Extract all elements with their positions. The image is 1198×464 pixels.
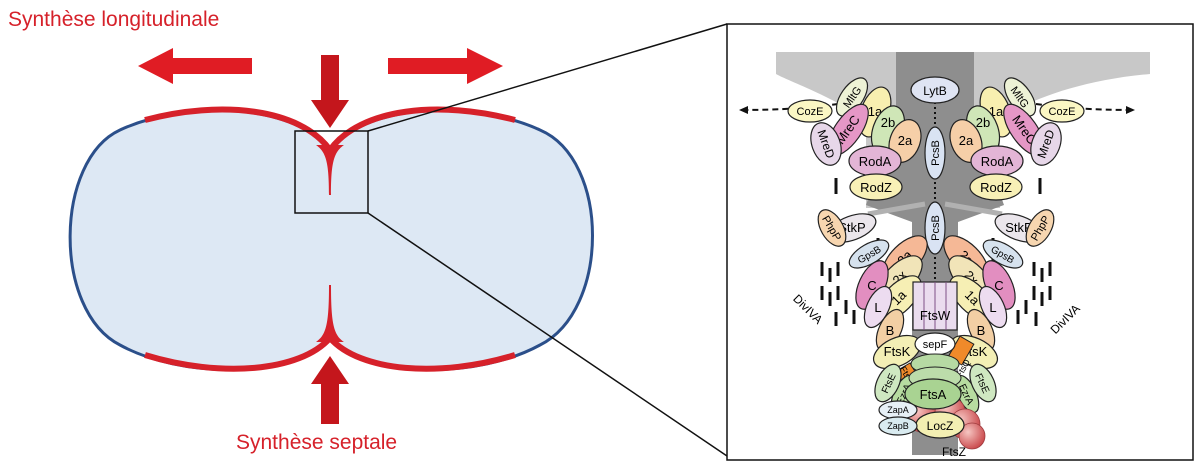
svg-text:2a: 2a (959, 133, 974, 148)
lytb: LytB (910, 76, 960, 104)
svg-text:L: L (874, 300, 881, 315)
zoom-box (294, 130, 369, 214)
roda-left: RodA (848, 145, 902, 177)
rodz-left: RodZ (849, 173, 903, 201)
stkp-linker-right (944, 201, 1003, 217)
svg-text:B: B (977, 323, 986, 338)
phpp-right: PhpP (1025, 209, 1055, 247)
ftse-left: FtsE (874, 363, 902, 403)
pcsb-upper: PcsB (924, 126, 946, 180)
ftsw: FtsW (912, 281, 958, 331)
arrow-up-bottom (311, 356, 349, 424)
protein-panel: LytB PcsB PcsB MltG CozE 1a 2b (726, 23, 1194, 461)
ftsa: FtsA (904, 378, 962, 410)
stkp-linker-left (867, 201, 926, 217)
sepf: sepF (914, 332, 956, 356)
svg-text:2b: 2b (881, 115, 895, 130)
mred-right: MreD (1030, 122, 1062, 166)
diviva-marks-right (1016, 262, 1052, 326)
svg-text:RodZ: RodZ (980, 180, 1012, 195)
pbp2a-upper-left: 2a (888, 119, 922, 163)
locz: LocZ (915, 411, 965, 439)
svg-text:B: B (886, 323, 895, 338)
ftsz-label: FtsZ (942, 445, 966, 459)
svg-text:LocZ: LocZ (927, 419, 954, 433)
arrow-down-top (311, 55, 349, 128)
septal-synthesis-zone-right (327, 335, 516, 372)
longitudinal-synthesis-zone-left (144, 106, 333, 152)
septal-synthesis-zone-left (144, 335, 333, 372)
coze-left: CozE (787, 99, 833, 123)
svg-text:L: L (989, 300, 996, 315)
svg-text:CozE: CozE (797, 106, 824, 118)
rodz-right: RodZ (969, 173, 1023, 201)
coze-right: CozE (1039, 99, 1085, 123)
arrow-left (138, 48, 252, 84)
svg-text:sepF: sepF (923, 339, 948, 351)
septum-spike-bottom (316, 285, 344, 342)
svg-text:CozE: CozE (1049, 106, 1076, 118)
zoom-line-bottom (367, 212, 728, 457)
svg-text:FtsA: FtsA (920, 387, 947, 402)
ftsk-left: FtsK (872, 334, 922, 370)
svg-text:FtsW: FtsW (920, 308, 951, 323)
phpp-left: PhpP (817, 209, 847, 247)
svg-text:StkP: StkP (1005, 220, 1032, 235)
zapa: ZapA (878, 400, 918, 420)
caption-septal-synthesis: Synthèse septale (236, 431, 398, 454)
ftse-right: FtsE (969, 363, 997, 403)
mred-left: MreD (810, 122, 842, 166)
septum-spike-top (316, 145, 344, 195)
svg-text:ZapA: ZapA (887, 405, 909, 415)
svg-text:C: C (867, 278, 876, 293)
svg-text:RodA: RodA (981, 154, 1014, 169)
longitudinal-synthesis-zone-right (327, 106, 516, 152)
svg-text:FtsK: FtsK (884, 344, 911, 359)
diviva-marks-left (820, 262, 856, 326)
svg-text:PcsB: PcsB (930, 215, 942, 241)
svg-text:ZapB: ZapB (887, 421, 909, 431)
pcsb-lower: PcsB (924, 201, 946, 255)
svg-text:C: C (994, 278, 1003, 293)
svg-text:LytB: LytB (923, 84, 947, 98)
svg-text:2a: 2a (898, 133, 913, 148)
pbp2a-upper-right: 2a (949, 119, 983, 163)
svg-text:RodZ: RodZ (860, 180, 892, 195)
svg-text:PcsB: PcsB (930, 140, 942, 166)
zoom-line-top (367, 23, 728, 132)
arrow-right (388, 48, 503, 84)
caption-longitudinal-synthesis: Synthèse longitudinale (8, 8, 220, 31)
svg-text:RodA: RodA (859, 154, 892, 169)
svg-text:2b: 2b (976, 115, 990, 130)
roda-right: RodA (970, 145, 1024, 177)
zapb: ZapB (878, 416, 918, 436)
dividing-cell (68, 23, 728, 457)
